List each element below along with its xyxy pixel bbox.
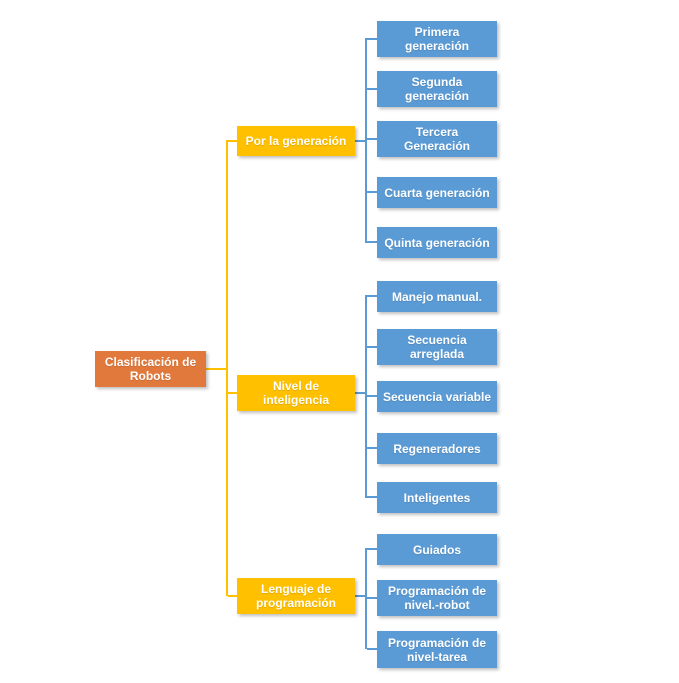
leaf-node-primera-generacion: Primera generación <box>377 21 497 57</box>
leaf-node-label: Manejo manual. <box>391 289 483 304</box>
leaf-node-cuarta-generacion: Cuarta generación <box>377 177 497 208</box>
leaf-node-label: Guiados <box>412 542 461 557</box>
branch-node-por-la-generacion: Por la generación <box>237 126 355 156</box>
connector-leaf-stub <box>367 395 377 397</box>
leaf-node-label: Programación de nivel.-robot <box>387 584 487 612</box>
connector-leaf-stub <box>367 447 377 449</box>
leaf-node-segunda-generacion: Segunda generación <box>377 71 497 107</box>
connector-group-feed <box>355 140 365 142</box>
leaf-node-manejo-manual: Manejo manual. <box>377 281 497 312</box>
connector-left-vertical <box>226 140 228 596</box>
leaf-node-programacion-de-nivel-tarea: Programación de nivel-tarea <box>377 631 497 668</box>
leaf-node-label: Regeneradores <box>393 441 481 456</box>
connector-right-vertical <box>365 38 367 243</box>
connector-leaf-stub <box>367 138 377 140</box>
leaf-node-tercera-generacion: Tercera Generación <box>377 121 497 157</box>
connector-root-stub <box>206 368 226 370</box>
root-node-clasificacion-de-robots: Clasificación de Robots <box>95 351 206 387</box>
connector-leaf-stub <box>367 191 377 193</box>
branch-node-label: Por la generación <box>245 134 347 148</box>
leaf-node-label: Tercera Generación <box>403 125 471 153</box>
branch-node-label: Lenguaje de programación <box>255 582 336 610</box>
connector-branch-stub <box>228 140 237 142</box>
leaf-node-label: Inteligentes <box>403 490 471 505</box>
branch-node-label: Nivel de inteligencia <box>262 379 330 407</box>
connector-group-feed <box>355 595 365 597</box>
connector-group-feed <box>355 392 365 394</box>
connector-leaf-stub <box>367 88 377 90</box>
connector-right-vertical <box>365 295 367 498</box>
connector-leaf-stub <box>367 38 377 40</box>
connector-leaf-stub <box>367 648 377 650</box>
connector-leaf-stub <box>367 295 377 297</box>
leaf-node-secuencia-arreglada: Secuencia arreglada <box>377 329 497 365</box>
leaf-node-label: Secuencia arreglada <box>407 333 467 361</box>
leaf-node-secuencia-variable: Secuencia variable <box>377 381 497 412</box>
leaf-node-programacion-de-nivel-robot: Programación de nivel.-robot <box>377 580 497 616</box>
leaf-node-label: Secuencia variable <box>382 389 492 404</box>
connector-leaf-stub <box>367 346 377 348</box>
leaf-node-regeneradores: Regeneradores <box>377 433 497 464</box>
connector-leaf-stub <box>367 597 377 599</box>
connector-leaf-stub <box>367 548 377 550</box>
connector-right-vertical <box>365 548 367 649</box>
connector-leaf-stub <box>367 496 377 498</box>
connector-branch-stub <box>228 595 237 597</box>
root-node-label: Clasificación de Robots <box>104 355 197 383</box>
leaf-node-label: Segunda generación <box>404 75 470 103</box>
leaf-node-label: Programación de nivel-tarea <box>387 635 487 664</box>
connector-branch-stub <box>228 392 237 394</box>
leaf-node-label: Cuarta generación <box>384 185 490 200</box>
leaf-node-quinta-generacion: Quinta generación <box>377 227 497 258</box>
branch-node-lenguaje-de-programacion: Lenguaje de programación <box>237 578 355 614</box>
leaf-node-label: Quinta generación <box>384 235 490 250</box>
leaf-node-label: Primera generación <box>404 25 470 53</box>
connector-leaf-stub <box>367 241 377 243</box>
leaf-node-inteligentes: Inteligentes <box>377 482 497 513</box>
branch-node-nivel-de-inteligencia: Nivel de inteligencia <box>237 375 355 411</box>
leaf-node-guiados: Guiados <box>377 534 497 565</box>
